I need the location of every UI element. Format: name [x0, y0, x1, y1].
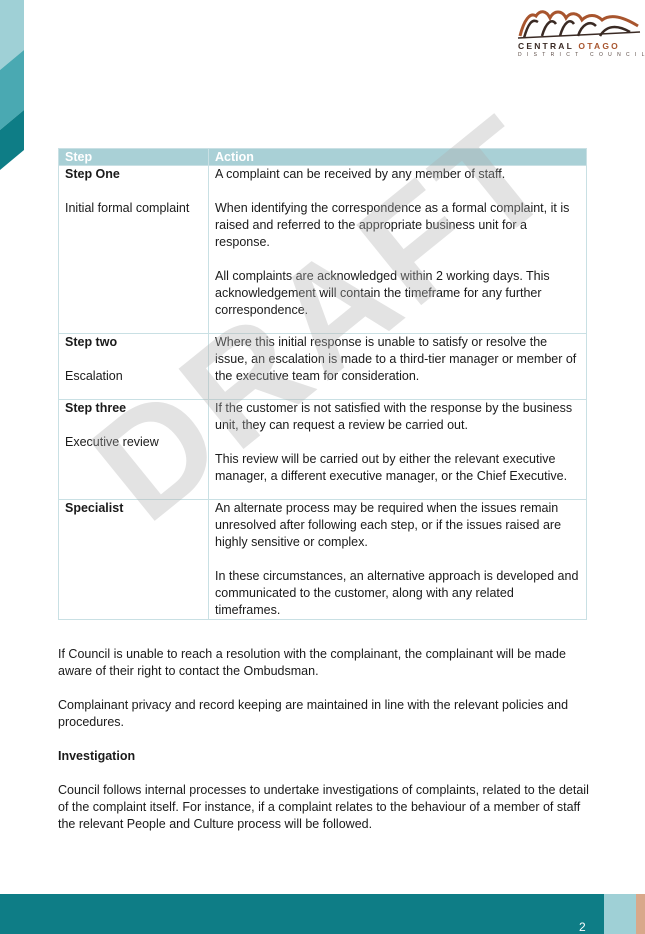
logo-icon [517, 10, 641, 39]
table-row: Specialist An alternate process may be r… [58, 499, 587, 620]
step-cell: Step two Escalation [58, 333, 209, 400]
action-text: A complaint can be received by any membe… [215, 167, 506, 181]
step-label: Initial formal complaint [65, 201, 190, 215]
footer-brown-band [636, 894, 645, 934]
investigation-heading: Investigation [58, 749, 136, 763]
step-cell: Step three Executive review [58, 399, 209, 500]
investigation-paragraph: Council follows internal processes to un… [58, 783, 589, 831]
footer-light-band [604, 894, 636, 934]
step-cell: Step One Initial formal complaint [58, 165, 209, 334]
step-label: Executive review [65, 435, 159, 449]
logo-name-part2: OTAGO [578, 41, 620, 51]
table-header-step: Step [58, 148, 209, 166]
action-text: When identifying the correspondence as a… [215, 201, 570, 249]
action-cell: An alternate process may be required whe… [208, 499, 587, 620]
logo-name-part1: CENTRAL [518, 41, 574, 51]
action-cell: A complaint can be received by any membe… [208, 165, 587, 334]
action-text: An alternate process may be required whe… [215, 501, 562, 549]
action-cell: If the customer is not satisfied with th… [208, 399, 587, 500]
action-text: If the customer is not satisfied with th… [215, 401, 573, 432]
table-row: Step One Initial formal complaint A comp… [58, 165, 587, 334]
logo-subtitle: DISTRICT COUNCIL [518, 52, 645, 58]
table-row: Step three Executive review If the custo… [58, 399, 587, 500]
footer-bar [0, 894, 645, 934]
step-name: Specialist [65, 501, 124, 515]
step-name: Step two [65, 335, 118, 349]
table-row: Step two Escalation Where this initial r… [58, 333, 587, 400]
action-text: Where this initial response is unable to… [215, 335, 577, 383]
step-name: Step One [65, 167, 120, 181]
action-text: This review will be carried out by eithe… [215, 452, 568, 483]
step-cell: Specialist [58, 499, 209, 620]
action-text: All complaints are acknowledged within 2… [215, 269, 550, 317]
table-header-action: Action [208, 148, 587, 166]
complaint-steps-table: Step Action Step One Initial formal comp… [58, 148, 587, 620]
left-accent-decoration [0, 0, 24, 170]
step-label: Escalation [65, 369, 123, 383]
ombudsman-paragraph: If Council is unable to reach a resoluti… [58, 647, 566, 678]
step-name: Step three [65, 401, 127, 415]
table-header-row: Step Action [58, 148, 587, 166]
footer-teal-band [0, 894, 604, 934]
action-cell: Where this initial response is unable to… [208, 333, 587, 400]
logo-name: CENTRAL OTAGO [518, 41, 640, 51]
privacy-paragraph: Complainant privacy and record keeping a… [58, 698, 569, 729]
action-text: In these circumstances, an alternative a… [215, 569, 579, 617]
page-number: 2 [579, 920, 586, 934]
